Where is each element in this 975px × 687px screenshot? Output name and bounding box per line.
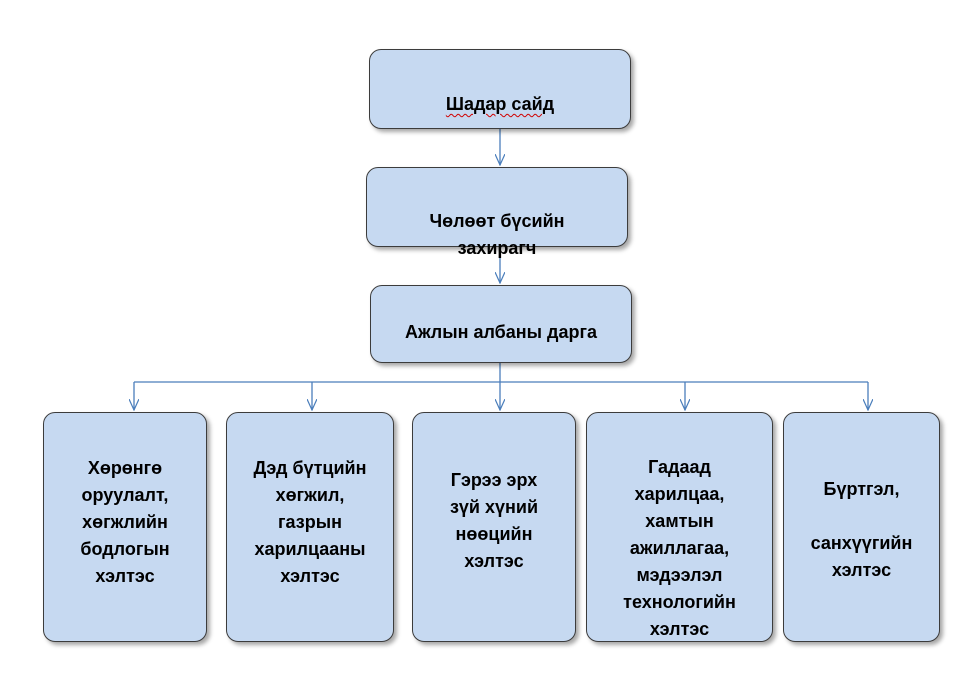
node-department-4: Гадаад харилцаа, хамтын ажиллагаа, мэдээ… xyxy=(586,412,773,642)
node-department-5-label: Бүртгэл, санхүүгийн хэлтэс xyxy=(810,479,913,580)
node-department-4-label: Гадаад харилцаа, хамтын ажиллагаа, мэдээ… xyxy=(623,457,736,639)
node-deputy-prime-minister-label: Шадар сайд xyxy=(445,94,555,114)
node-office-head-label: Ажлын албаны дарга xyxy=(405,322,597,342)
node-free-zone-governor: Чөлөөт бүсийн захирагч xyxy=(366,167,628,258)
node-department-1: Хөрөнгө оруулалт, хөгжлийн бодлогын хэлт… xyxy=(43,412,207,642)
node-department-2-label: Дэд бүтцийн хөгжил, газрын харилцааны хэ… xyxy=(253,458,367,586)
node-free-zone-governor-label: Чөлөөт бүсийн захирагч xyxy=(429,211,565,258)
node-office-head: Ажлын албаны дарга xyxy=(370,285,632,363)
node-department-5: Бүртгэл, санхүүгийн хэлтэс xyxy=(783,412,940,642)
node-department-3: Гэрээ эрх зүй хүний нөөцийн хэлтэс xyxy=(412,412,576,642)
node-department-2: Дэд бүтцийн хөгжил, газрын харилцааны хэ… xyxy=(226,412,394,642)
node-department-1-label: Хөрөнгө оруулалт, хөгжлийн бодлогын хэлт… xyxy=(80,458,170,586)
node-department-3-label: Гэрээ эрх зүй хүний нөөцийн хэлтэс xyxy=(449,470,539,571)
node-deputy-prime-minister: Шадар сайд xyxy=(369,49,631,129)
